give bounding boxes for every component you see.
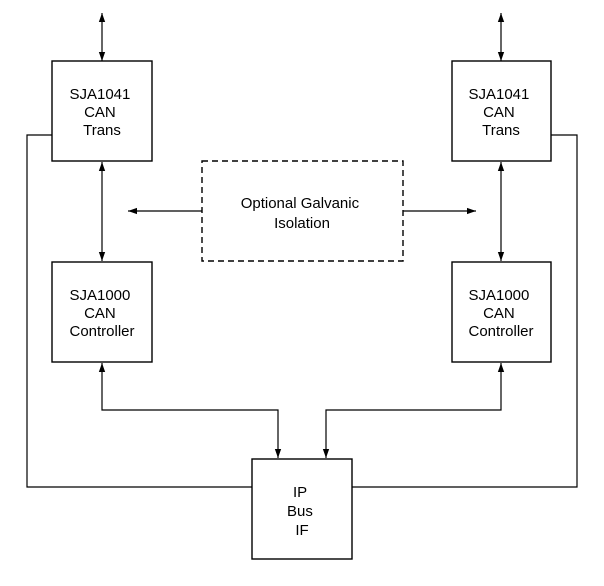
trans-right-label: SJA1041 CAN Trans <box>468 86 533 139</box>
ipbus-label: IP Bus IF <box>287 484 317 539</box>
edge-ctrl-left-ipbus <box>98 363 282 458</box>
ctrl-left-label: SJA1000 CAN Controller <box>69 287 134 340</box>
edge-trans-left-ipbus <box>26 134 252 488</box>
ctrl-right-box <box>451 261 552 363</box>
trans-right-box <box>451 60 552 162</box>
ctrl-left-box <box>51 261 153 363</box>
edge-ctrl-right-ipbus <box>322 363 505 458</box>
isolation-box <box>201 160 404 262</box>
edge-trans-right-ipbus <box>352 134 578 488</box>
ctrl-right-label: SJA1000 CAN Controller <box>468 287 533 340</box>
trans-left-label: SJA1041 CAN Trans <box>69 86 134 139</box>
isolation-label: Optional Galvanic Isolation <box>241 195 364 232</box>
connectors <box>26 13 578 488</box>
ipbus-box <box>251 458 353 560</box>
trans-left-box <box>51 60 153 162</box>
